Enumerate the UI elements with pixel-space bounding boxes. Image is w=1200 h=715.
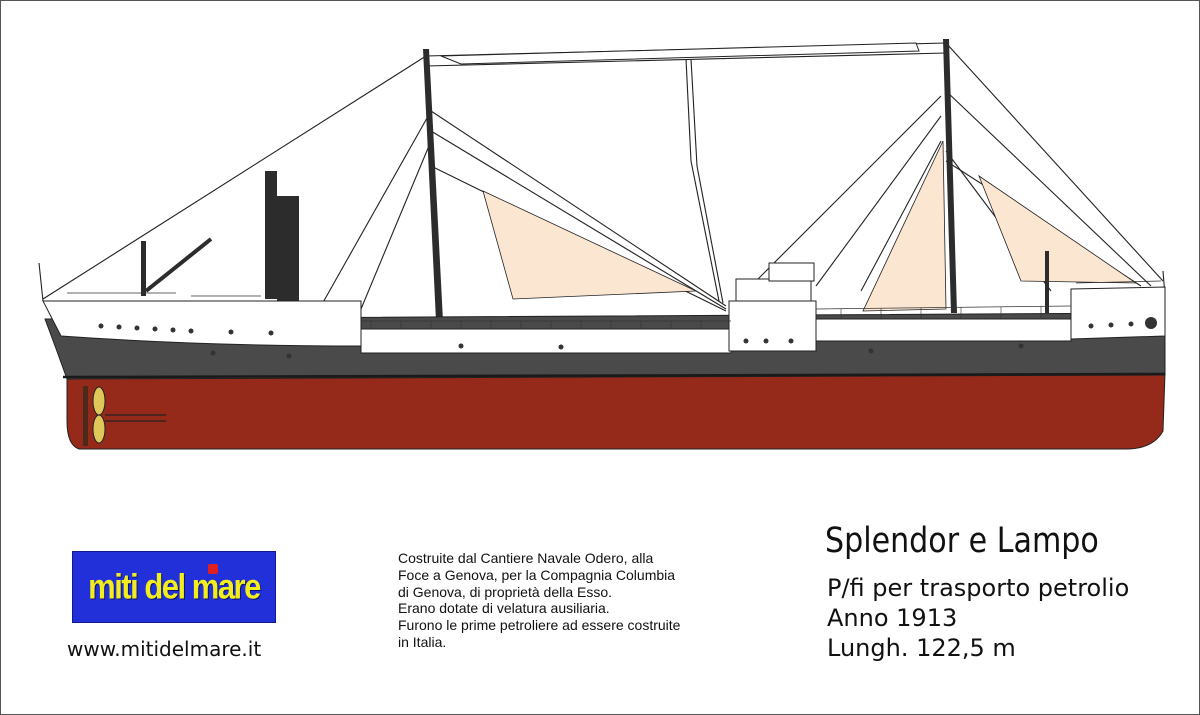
rail-posts	[370, 306, 1042, 329]
derrick-boom	[144, 237, 213, 293]
sails	[482, 140, 1138, 312]
waterline	[62, 372, 1166, 379]
description-line: Erano dotate di velatura ausiliaria.	[398, 600, 610, 617]
funnel	[265, 171, 299, 301]
logo-red-mark	[208, 564, 218, 574]
aft-deck	[815, 318, 1072, 342]
bridge-block	[728, 300, 817, 352]
masts	[141, 39, 1049, 321]
portholes	[98, 321, 1134, 359]
description-block: Costruite dal Cantiere Navale Odero, all…	[398, 550, 768, 651]
ship-length: Lungh. 122,5 m	[827, 634, 1016, 662]
wheelhouse	[768, 262, 815, 282]
superstructure-deck	[42, 300, 362, 347]
website-url[interactable]: www.mitidelmare.it	[67, 637, 262, 661]
upper-spar	[440, 42, 920, 65]
description-line: Foce a Genova, per la Compagnia Columbia	[398, 566, 676, 583]
description-line: di Genova, di proprietà della Esso.	[398, 583, 613, 600]
logo-text: miti del mare	[88, 566, 261, 607]
description-line: Costruite dal Cantiere Navale Odero, all…	[398, 550, 654, 566]
description-line: Furono le prime petroliere ad essere cos…	[398, 617, 681, 634]
bridge-top	[735, 278, 812, 302]
ship-illustration	[38, 39, 1166, 450]
ship-year: Anno 1913	[827, 604, 958, 632]
propeller	[83, 386, 166, 446]
hull-lower	[66, 372, 1166, 450]
forecastle	[1070, 286, 1166, 340]
miti-del-mare-logo: miti del mare	[72, 551, 276, 623]
ship-title: Splendor e Lampo	[825, 521, 1099, 561]
midship-deck	[360, 328, 732, 354]
railings	[67, 280, 1162, 322]
ship-type: P/fi per trasporto petrolio	[827, 574, 1130, 602]
anchor	[1145, 317, 1157, 329]
description-line: in Italia.	[398, 633, 447, 650]
